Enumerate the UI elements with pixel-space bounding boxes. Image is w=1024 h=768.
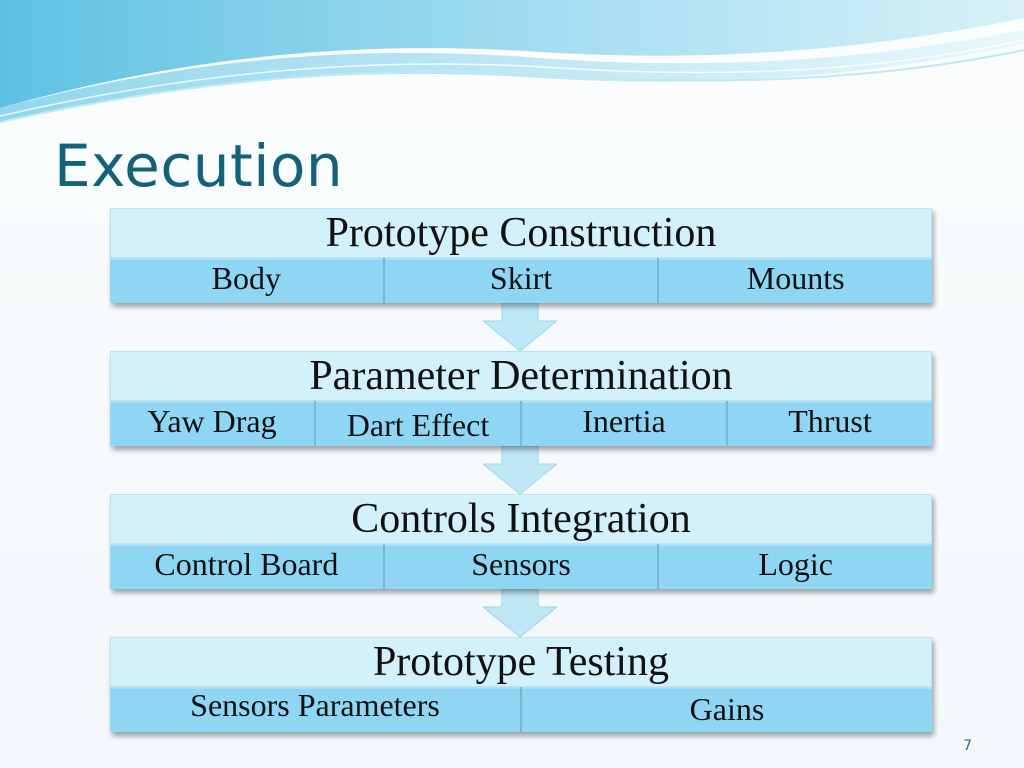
decorative-waves bbox=[0, 0, 1024, 123]
stage-item-inertia: Inertia bbox=[520, 401, 726, 446]
stage-item-thrust: Thrust bbox=[726, 401, 932, 446]
stage-title: Controls Integration bbox=[110, 494, 932, 544]
stage-items: Sensors Parameters Gains bbox=[110, 687, 932, 732]
stage-title: Parameter Determination bbox=[110, 351, 932, 401]
stage-item-sensors: Sensors bbox=[382, 544, 658, 589]
stage-items: Body Skirt Mounts bbox=[110, 258, 933, 303]
stage-item-control-board: Control Board bbox=[110, 544, 383, 589]
slide-number: 7 bbox=[963, 738, 972, 754]
stage-title: Prototype Construction bbox=[110, 208, 932, 258]
stage-prototype-testing: Prototype Testing Sensors Parameters Gai… bbox=[110, 637, 932, 732]
stage-item-skirt: Skirt bbox=[382, 258, 658, 303]
stage-items: Control Board Sensors Logic bbox=[110, 544, 933, 589]
stage-item-gains: Gains bbox=[520, 687, 932, 732]
flow-arrow-1 bbox=[483, 303, 557, 351]
stage-title: Prototype Testing bbox=[110, 637, 932, 687]
stage-item-mounts: Mounts bbox=[657, 258, 933, 303]
flow-arrow-2 bbox=[483, 446, 557, 494]
stage-controls-integration: Controls Integration Control Board Senso… bbox=[110, 494, 933, 589]
stage-item-logic: Logic bbox=[657, 544, 933, 589]
stage-item-dart-effect: Dart Effect bbox=[314, 401, 520, 446]
stage-item-sensors-parameters: Sensors Parameters bbox=[110, 687, 520, 732]
slide-title: Execution bbox=[54, 132, 344, 200]
stage-item-body: Body bbox=[110, 258, 383, 303]
stage-parameter-determination: Parameter Determination Yaw Drag Dart Ef… bbox=[110, 351, 932, 446]
stage-item-yaw-drag: Yaw Drag bbox=[110, 401, 314, 446]
stage-prototype-construction: Prototype Construction Body Skirt Mounts bbox=[110, 208, 933, 303]
flow-arrow-3 bbox=[483, 589, 557, 637]
stage-items: Yaw Drag Dart Effect Inertia Thrust bbox=[110, 401, 932, 446]
